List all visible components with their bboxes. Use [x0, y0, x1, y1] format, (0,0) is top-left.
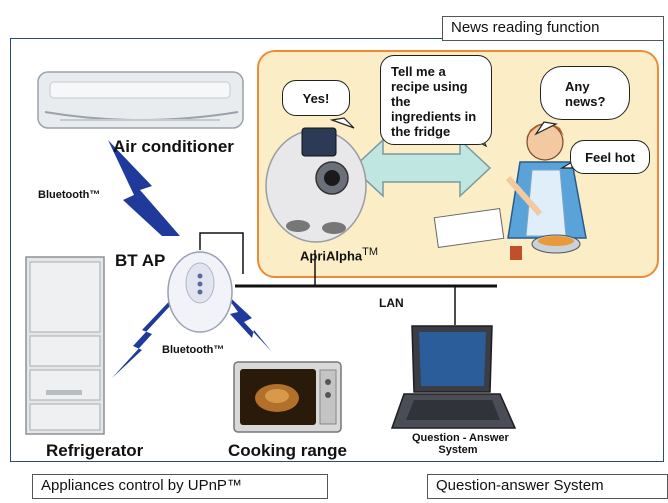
- question-answer-system-label: Question-answer System: [427, 474, 668, 499]
- bluetooth-bolt-range: [222, 290, 272, 352]
- refrigerator-image: [25, 256, 105, 435]
- bubble-tail-yes: [329, 117, 355, 129]
- bt-ap-device-image: [167, 251, 233, 333]
- laptop-image: [390, 325, 517, 429]
- woman-cooking-image: [433, 123, 587, 260]
- air-conditioner-image: [37, 71, 244, 129]
- bubble-recipe: Tell me a recipe using the ingredients i…: [380, 55, 492, 145]
- qa-system-line2: System: [438, 444, 478, 456]
- bubble-any-news: Any news?: [540, 66, 630, 120]
- lan-label: LAN: [379, 296, 404, 310]
- lan-drop-btap: [199, 232, 244, 274]
- bluetooth-bolt-fridge: [112, 292, 178, 378]
- cooking-range-label: Cooking range: [228, 441, 348, 460]
- robot-name-tm: TM: [362, 246, 379, 258]
- double-arrow-icon: [351, 138, 492, 198]
- air-conditioner-label: Air conditioner: [113, 137, 234, 156]
- refrigerator-label: Refrigerator: [46, 441, 144, 460]
- robot-name: ApriAlpha: [300, 248, 363, 264]
- qa-system-label: Question - Answer System: [412, 432, 509, 456]
- bluetooth-label-1: Bluetooth™: [38, 189, 101, 201]
- bt-ap-label: BT AP: [115, 251, 166, 270]
- qa-system-line1: Question - Answer: [412, 432, 509, 444]
- news-reading-label: News reading function: [442, 16, 664, 41]
- robot-name-label: ApriAlphaTM: [300, 246, 378, 263]
- bubble-feel-hot: Feel hot: [570, 140, 650, 174]
- cooking-range-image: [233, 361, 342, 433]
- bubble-tail-news: [534, 121, 558, 136]
- bubble-yes: Yes!: [282, 80, 350, 116]
- bluetooth-bolt-aircon: [108, 140, 180, 236]
- robot-apri-alpha-image: [265, 127, 367, 243]
- bluetooth-label-2: Bluetooth™: [162, 344, 225, 356]
- appliances-control-label: Appliances control by UPnP™: [32, 474, 328, 499]
